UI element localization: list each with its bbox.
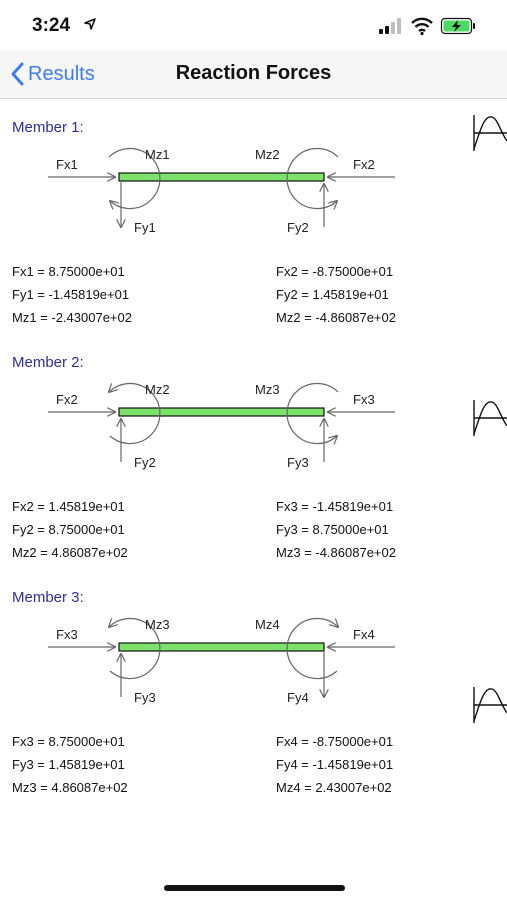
fy-right-label: Fy3 bbox=[287, 455, 309, 470]
fy-left-label: Fy1 bbox=[134, 220, 156, 235]
fy-left-label: Fy3 bbox=[134, 690, 156, 705]
mz-right-moment-arc bbox=[286, 617, 338, 680]
clipped-diagram-glyph bbox=[473, 400, 507, 436]
fy-right-label: Fy2 bbox=[287, 220, 309, 235]
location-arrow-icon bbox=[84, 18, 96, 30]
value-right-1: Fy3 = 8.75000e+01 bbox=[276, 522, 389, 537]
value-left-0: Fx2 = 1.45819e+01 bbox=[12, 499, 125, 514]
reaction-forces-list: Member 1: Fx1 Fx2 Mz1 Mz2 Fy1 Fy2 Fx1 = … bbox=[0, 99, 507, 900]
member-1-diagram: Fx1 Fx2 Mz1 Mz2 Fy1 Fy2 bbox=[48, 147, 395, 235]
fx-right-label: Fx3 bbox=[353, 392, 375, 407]
value-left-0: Fx1 = 8.75000e+01 bbox=[12, 264, 125, 279]
member-3-section: Member 3: Fx3 Fx4 Mz3 Mz4 Fy3 Fy4 Fx3 = … bbox=[0, 589, 470, 819]
cellular-signal-icon bbox=[379, 18, 401, 34]
mz-right-moment-arc bbox=[286, 147, 338, 209]
fx-left-label: Fx2 bbox=[56, 392, 78, 407]
value-right-0: Fx3 = -1.45819e+01 bbox=[276, 499, 394, 514]
fx-left-label: Fx3 bbox=[56, 627, 78, 642]
home-indicator[interactable] bbox=[164, 885, 345, 891]
mz-left-label: Mz2 bbox=[145, 382, 170, 397]
back-button-label: Results bbox=[28, 62, 95, 85]
fy-right-label: Fy4 bbox=[287, 690, 309, 705]
value-left-2: Mz3 = 4.86087e+02 bbox=[12, 780, 128, 795]
navigation-bar: Results Reaction Forces bbox=[0, 50, 507, 99]
fx-left-label: Fx1 bbox=[56, 157, 78, 172]
value-left-1: Fy1 = -1.45819e+01 bbox=[12, 287, 130, 302]
clipped-diagram-glyph bbox=[473, 115, 507, 151]
value-left-1: Fy2 = 8.75000e+01 bbox=[12, 522, 125, 537]
chevron-left-icon bbox=[11, 62, 24, 86]
mz-right-label: Mz2 bbox=[255, 147, 280, 162]
beam-bar bbox=[118, 642, 325, 652]
beam-bar bbox=[118, 407, 325, 417]
member-title: Member 3: bbox=[12, 589, 84, 606]
status-bar: 3:24 bbox=[0, 0, 507, 50]
battery-charging-icon bbox=[440, 17, 475, 35]
member-1-section: Member 1: Fx1 Fx2 Mz1 Mz2 Fy1 Fy2 Fx1 = … bbox=[0, 119, 470, 349]
mz-left-moment-arc bbox=[109, 147, 161, 209]
wifi-icon bbox=[411, 17, 433, 36]
member-3-diagram: Fx3 Fx4 Mz3 Mz4 Fy3 Fy4 bbox=[48, 617, 395, 705]
value-right-2: Mz2 = -4.86087e+02 bbox=[276, 310, 396, 325]
mz-right-moment-arc bbox=[286, 382, 338, 444]
value-left-2: Mz2 = 4.86087e+02 bbox=[12, 545, 128, 560]
page-title: Reaction Forces bbox=[175, 62, 332, 84]
value-left-1: Fy3 = 1.45819e+01 bbox=[12, 757, 125, 772]
fx-right-label: Fx2 bbox=[353, 157, 375, 172]
value-right-2: Mz3 = -4.86087e+02 bbox=[276, 545, 396, 560]
status-icons bbox=[379, 17, 475, 36]
back-button[interactable]: Results bbox=[10, 60, 95, 88]
member-title: Member 2: bbox=[12, 354, 84, 371]
member-2-diagram: Fx2 Fx3 Mz2 Mz3 Fy2 Fy3 bbox=[48, 382, 395, 470]
beam-bar bbox=[118, 172, 325, 182]
mz-left-label: Mz1 bbox=[145, 147, 170, 162]
clipped-diagram-glyph bbox=[473, 687, 507, 723]
fx-right-label: Fx4 bbox=[353, 627, 375, 642]
value-right-1: Fy4 = -1.45819e+01 bbox=[276, 757, 394, 772]
value-right-1: Fy2 = 1.45819e+01 bbox=[276, 287, 389, 302]
value-right-2: Mz4 = 2.43007e+02 bbox=[276, 780, 392, 795]
value-right-0: Fx4 = -8.75000e+01 bbox=[276, 734, 394, 749]
mz-left-moment-arc bbox=[109, 382, 161, 445]
member-2-section: Member 2: Fx2 Fx3 Mz2 Mz3 Fy2 Fy3 Fx2 = … bbox=[0, 354, 470, 584]
value-left-2: Mz1 = -2.43007e+02 bbox=[12, 310, 132, 325]
mz-right-label: Mz4 bbox=[255, 617, 280, 632]
mz-right-label: Mz3 bbox=[255, 382, 280, 397]
mz-left-label: Mz3 bbox=[145, 617, 170, 632]
value-left-0: Fx3 = 8.75000e+01 bbox=[12, 734, 125, 749]
fy-left-label: Fy2 bbox=[134, 455, 156, 470]
mz-left-moment-arc bbox=[109, 617, 161, 680]
status-time: 3:24 bbox=[32, 15, 71, 36]
value-right-0: Fx2 = -8.75000e+01 bbox=[276, 264, 394, 279]
member-title: Member 1: bbox=[12, 119, 84, 136]
